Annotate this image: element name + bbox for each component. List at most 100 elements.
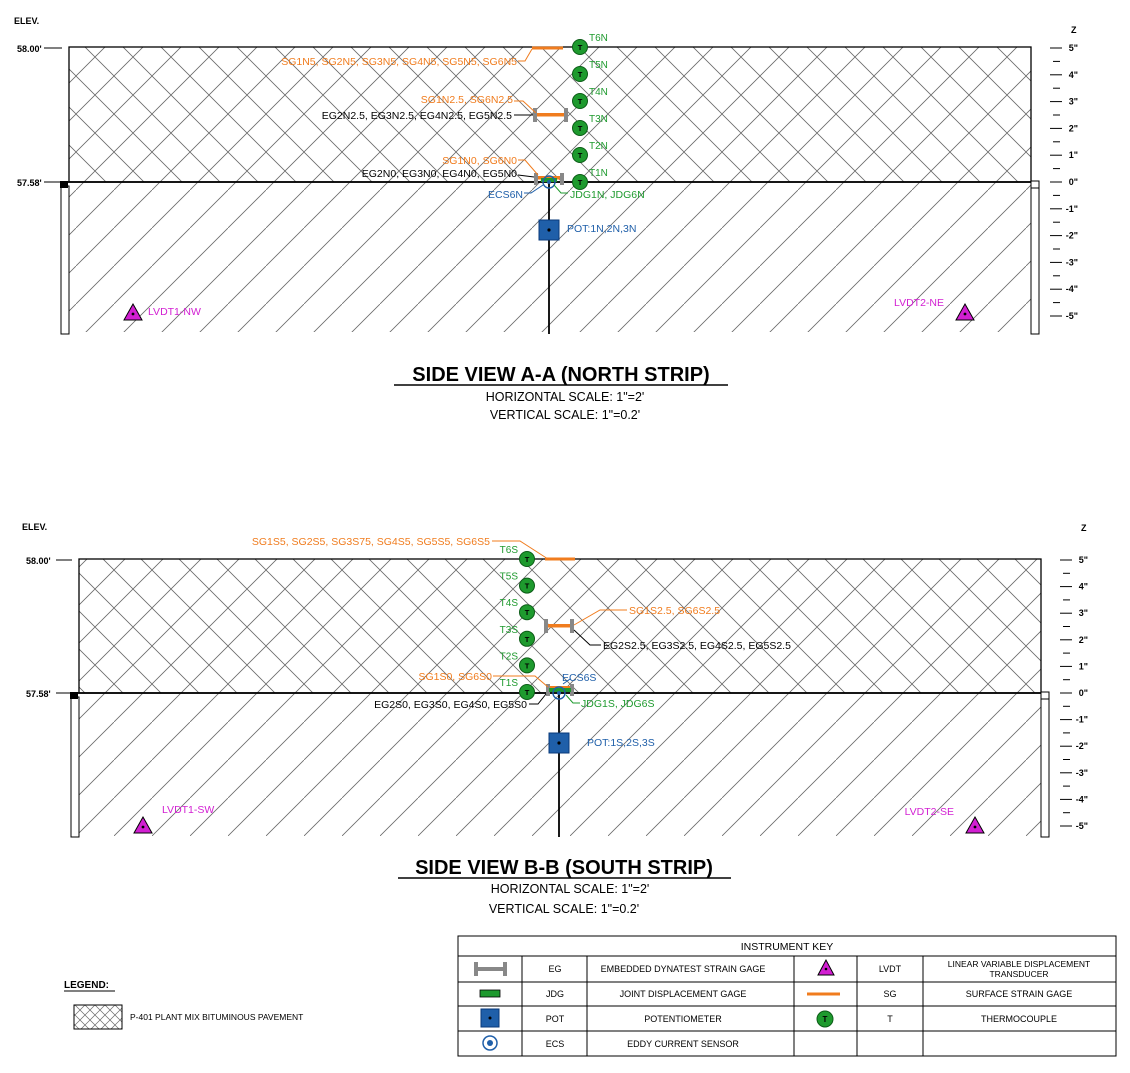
thermocouple-label: T4N [589,87,608,98]
z-scale: 5"4"3"2"1"0"-1"-2"-3"-4"-5" [1060,555,1088,831]
sg-mid-label: SG1S2.5, SG6S2.5 [629,605,720,617]
sg-bottom-label: SG1N0, SG6N0 [442,155,517,167]
horizontal-scale: HORIZONTAL SCALE: 1"=2' [491,882,650,896]
side-view-south: ELEV. 58.00' 57.58' Z 5"4"3"2"1"0"-1"-2"… [22,522,1088,916]
base-layer [69,182,1031,332]
embedded-strain-gage-bottom [546,684,574,700]
thermocouple-label: T2N [589,141,608,152]
pavement-swatch-icon [73,1004,123,1030]
z-tick-label: 3" [1069,97,1078,107]
key-description: JOINT DISPLACEMENT GAGE [620,989,747,999]
z-tick-label: -5" [1076,821,1088,831]
z-tick-label: 3" [1079,608,1088,618]
section-title: SIDE VIEW A-A (NORTH STRIP) [412,364,709,386]
sg-mid-label: SG1N2.5, SG6N2.5 [421,94,513,106]
key-code: POT [546,1014,565,1024]
side-view-north: ELEV. 58.00' 57.58' Z 5"4"3"2"1"0"-1"-2"… [14,16,1078,422]
instrument-key: INSTRUMENT KEY EG EMBEDDED DYNATEST STRA… [457,935,1117,1057]
thermocouple-label: T5S [500,572,519,583]
svg-text:T: T [578,151,583,160]
thermocouple-label: T6N [589,33,608,44]
elev-base-label: 57.58' [17,178,42,188]
thermocouple-label: T3N [589,114,608,125]
thermocouple-label: T1N [589,168,608,179]
elev-top-label: 58.00' [17,44,42,54]
thermocouple-icon: T [519,577,535,594]
elev-top-label: 58.00' [26,556,51,566]
svg-text:T: T [578,70,583,79]
base-layer [79,693,1041,836]
svg-text:T: T [525,661,530,670]
z-tick-label: 5" [1069,43,1078,53]
svg-text:T: T [525,635,530,644]
lvdt-triangle-icon [123,302,143,321]
vertical-scale: VERTICAL SCALE: 1"=0.2' [490,408,640,422]
key-code: LVDT [879,964,902,974]
thermocouple-icon: T [572,66,588,82]
jdg-label: JDG1N, JDG6N [570,189,645,201]
eg-mid-label: EG2N2.5, EG3N2.5, EG4N2.5, EG5N2.5 [322,110,512,122]
key-description: POTENTIOMETER [644,1014,722,1024]
embedded-strain-gage-bottom [534,173,564,189]
sg-top-label: SG1S5, SG2S5, SG3S75, SG4S5, SG5S5, SG6S… [252,536,490,548]
key-description: SURFACE STRAIN GAGE [966,989,1073,999]
lvdt-right-label: LVDT2-NE [894,297,944,309]
z-tick-label: -1" [1076,715,1088,725]
elev-base-label: 57.58' [26,689,51,699]
eg-bottom-label: EG2N0, EG3N0, EG4N0, EG5N0 [362,168,517,180]
svg-text:T: T [578,124,583,133]
key-description-line1: LINEAR VARIABLE DISPLACEMENT [948,959,1091,969]
z-tick-label: 2" [1069,123,1078,133]
thermocouple-icon: T [519,684,535,700]
lvdt-triangle-icon [133,815,153,834]
key-title: INSTRUMENT KEY [741,941,834,953]
elev-label: ELEV. [22,522,47,532]
thermocouple-label: T6S [500,545,519,556]
lvdt-right-label: LVDT2-SE [905,806,954,818]
z-tick-label: -5" [1066,311,1078,321]
z-tick-label: 0" [1069,177,1078,187]
key-code: EG [548,964,561,974]
thermocouple-label: T5N [589,60,608,71]
z-tick-label: -2" [1066,231,1078,241]
z-tick-label: -2" [1076,741,1088,751]
thermocouple-icon: T [519,657,535,674]
z-tick-label: 4" [1079,582,1088,592]
key-description: EMBEDDED DYNATEST STRAIN GAGE [601,964,766,974]
svg-text:T: T [578,43,583,52]
eddy-current-sensor-icon [482,1035,498,1051]
sg-top-label: SG1N5, SG2N5, SG3N5, SG4N5, SG5N5, SG6N5 [281,56,517,68]
z-tick-label: 5" [1079,555,1088,565]
key-description-line2: TRANSDUCER [989,969,1048,979]
lvdt-left-label: LVDT1-NW [148,306,201,318]
z-tick-label: 1" [1079,661,1088,671]
sg-bottom-label: SG1S0, SG6S0 [418,671,492,683]
legend-title: LEGEND: [64,980,109,991]
eg-mid-label: EG2S2.5, EG3S2.5, EG4S2.5, EG5S2.5 [603,640,791,652]
joint-displacement-gage-icon [479,989,501,998]
elev-label: ELEV. [14,16,39,26]
thermocouple-icon: T [572,120,588,136]
z-tick-label: -1" [1066,204,1078,214]
z-tick-label: -3" [1066,257,1078,267]
thermocouple-icon: T [519,604,535,621]
key-code: JDG [546,989,564,999]
embedded-strain-gage-mid [533,108,568,122]
embedded-strain-gage-icon [474,962,507,976]
key-description: EDDY CURRENT SENSOR [627,1039,739,1049]
z-label: Z [1071,25,1077,35]
z-tick-label: 2" [1079,635,1088,645]
ecs-label: ECS6N [488,189,523,201]
svg-text:T: T [525,688,530,697]
pot-label: POT:1N,2N,3N [567,223,636,235]
legend: LEGEND: P-401 PLANT MIX BITUMINOUS PAVEM… [64,980,303,1030]
thermocouple-icon: T [572,147,588,163]
pot-label: POT:1S,2S,3S [587,737,655,749]
horizontal-scale: HORIZONTAL SCALE: 1"=2' [486,390,645,404]
z-tick-label: -4" [1076,794,1088,804]
z-label: Z [1081,523,1087,533]
thermocouple-icon: T [519,551,535,567]
